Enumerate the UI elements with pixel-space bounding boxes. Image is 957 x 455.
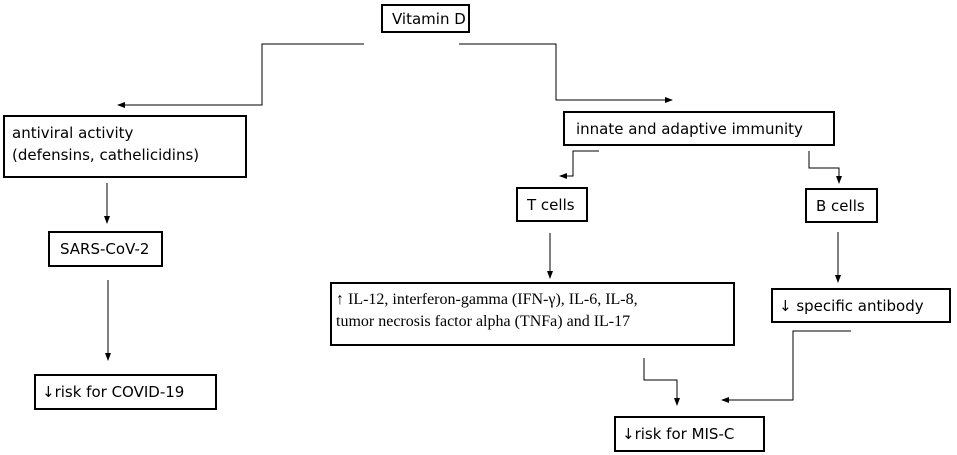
node-specific-antibody: ↓ specific antibody xyxy=(771,288,951,323)
node-b-cells-label: B cells xyxy=(816,197,865,215)
node-covid-risk-label: ↓risk for COVID-19 xyxy=(42,383,185,401)
node-sars-cov-2: SARS-CoV-2 xyxy=(48,231,163,267)
node-antiviral-line2: (defensins, cathelicidins) xyxy=(12,146,200,164)
node-cytokines: ↑ IL-12, interferon-gamma (IFN-γ), IL-6,… xyxy=(330,282,735,346)
node-vitamin-d-label: Vitamin D xyxy=(392,10,466,28)
node-innate-adaptive-immunity: innate and adaptive immunity xyxy=(563,111,835,146)
node-b-cells: B cells xyxy=(805,188,878,223)
node-antiviral-line1: antiviral activity xyxy=(12,124,134,142)
connector-immunity-to-b-cells xyxy=(808,151,842,184)
node-covid-risk: ↓risk for COVID-19 xyxy=(34,374,217,410)
node-t-cells: T cells xyxy=(516,187,588,222)
node-misc-risk: ↓risk for MIS-C xyxy=(614,416,765,452)
node-immunity-label: innate and adaptive immunity xyxy=(576,120,803,138)
node-antiviral-activity: antiviral activity (defensins, cathelici… xyxy=(3,115,247,178)
node-antibody-label: ↓ specific antibody xyxy=(779,297,924,315)
node-cytokines-line2: tumor necrosis factor alpha (TNFa) and I… xyxy=(336,313,631,330)
node-t-cells-label: T cells xyxy=(527,196,575,214)
connector-antibody-to-misc xyxy=(721,330,851,403)
connector-immunity-to-t-cells xyxy=(559,150,599,179)
connector-vitamin-to-antiviral xyxy=(117,43,364,108)
node-cytokines-line1: ↑ IL-12, interferon-gamma (IFN-γ), IL-6,… xyxy=(336,291,638,308)
node-sars-label: SARS-CoV-2 xyxy=(60,240,150,258)
connector-vitamin-to-immunity xyxy=(459,43,673,103)
connector-cytokines-to-misc xyxy=(643,358,680,406)
node-misc-risk-label: ↓risk for MIS-C xyxy=(622,425,735,443)
node-vitamin-d: Vitamin D xyxy=(381,4,470,33)
